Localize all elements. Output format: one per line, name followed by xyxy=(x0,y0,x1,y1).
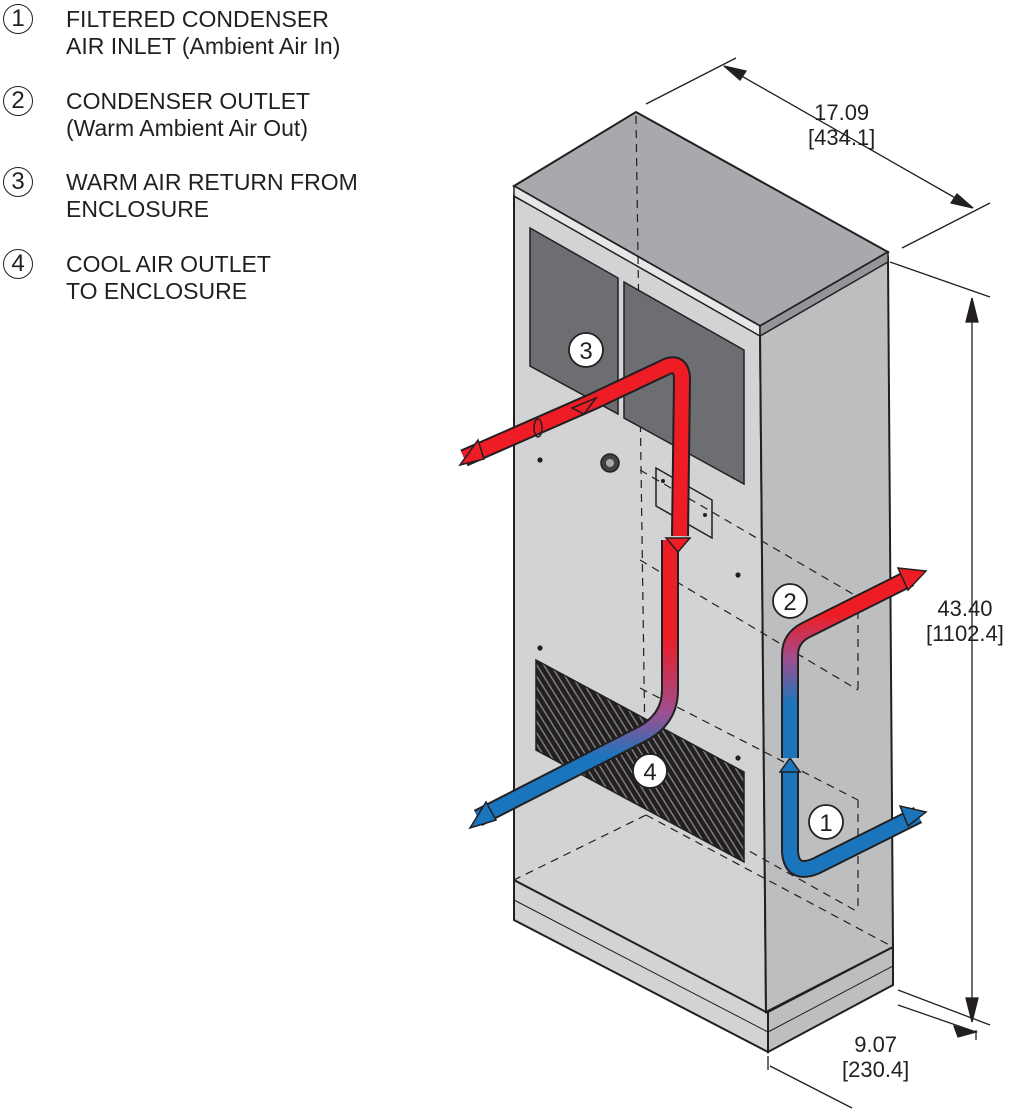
dimension-width-inches: 17.09 xyxy=(814,100,870,125)
dimension-width-label: 17.09 [434.1] xyxy=(808,100,875,150)
callout-3: 3 xyxy=(568,332,604,368)
dimension-lines xyxy=(645,57,991,1109)
legend-number-badge: 1 xyxy=(3,4,33,34)
airflow-arrow-condenser-loop xyxy=(778,567,928,878)
legend-label: WARM AIR RETURN FROM ENCLOSURE xyxy=(66,169,358,223)
legend-label-line1: CONDENSER OUTLET xyxy=(66,88,311,114)
legend-number-badge: 3 xyxy=(3,167,33,197)
legend-number-badge: 4 xyxy=(3,249,33,279)
dimension-height-label: 43.40 [1102.4] xyxy=(926,596,1004,646)
legend-label-line2: AIR INLET (Ambient Air In) xyxy=(66,33,341,59)
dimension-width-mm: [434.1] xyxy=(808,125,876,150)
legend-label-line1: FILTERED CONDENSER xyxy=(66,6,329,32)
legend-label: FILTERED CONDENSER AIR INLET (Ambient Ai… xyxy=(66,6,340,60)
callout-1-label: 1 xyxy=(819,810,832,837)
airflow-arrow-cool-outlet xyxy=(468,537,692,830)
legend-label-line2: (Warm Ambient Air Out) xyxy=(66,115,308,141)
callout-4-label: 4 xyxy=(643,759,656,786)
dimension-depth-mm: [230.4] xyxy=(842,1057,910,1082)
legend-item-4: 4 COOL AIR OUTLET TO ENCLOSURE xyxy=(0,245,460,307)
dimension-depth-label: 9.07 [230.4] xyxy=(842,1032,909,1082)
callout-1: 1 xyxy=(808,804,844,840)
dimension-height-mm: [1102.4] xyxy=(926,621,1004,646)
legend-item-2: 2 CONDENSER OUTLET (Warm Ambient Air Out… xyxy=(0,82,460,144)
airflow-arrow-warm-return xyxy=(458,356,691,537)
legend-label-line1: COOL AIR OUTLET xyxy=(66,251,271,277)
legend-label-line2: ENCLOSURE xyxy=(66,196,210,222)
legend-label-line1: WARM AIR RETURN FROM xyxy=(66,169,358,195)
cabinet-side-face xyxy=(758,256,895,1014)
callout-2: 2 xyxy=(772,583,808,619)
callout-3-label: 3 xyxy=(579,338,592,365)
legend-item-1: 1 FILTERED CONDENSER AIR INLET (Ambient … xyxy=(0,0,460,62)
legend: 1 FILTERED CONDENSER AIR INLET (Ambient … xyxy=(0,0,460,320)
legend-number-badge: 2 xyxy=(3,86,33,116)
legend-label-line2: TO ENCLOSURE xyxy=(66,278,248,304)
cabinet-details xyxy=(537,453,741,761)
callout-4: 4 xyxy=(632,753,668,789)
dimension-depth-inches: 9.07 xyxy=(854,1032,898,1057)
dimension-height-inches: 43.40 xyxy=(937,596,993,621)
legend-label: CONDENSER OUTLET (Warm Ambient Air Out) xyxy=(66,88,310,142)
callout-2-label: 2 xyxy=(783,589,796,616)
legend-item-3: 3 WARM AIR RETURN FROM ENCLOSURE xyxy=(0,163,460,225)
legend-label: COOL AIR OUTLET TO ENCLOSURE xyxy=(66,251,271,305)
